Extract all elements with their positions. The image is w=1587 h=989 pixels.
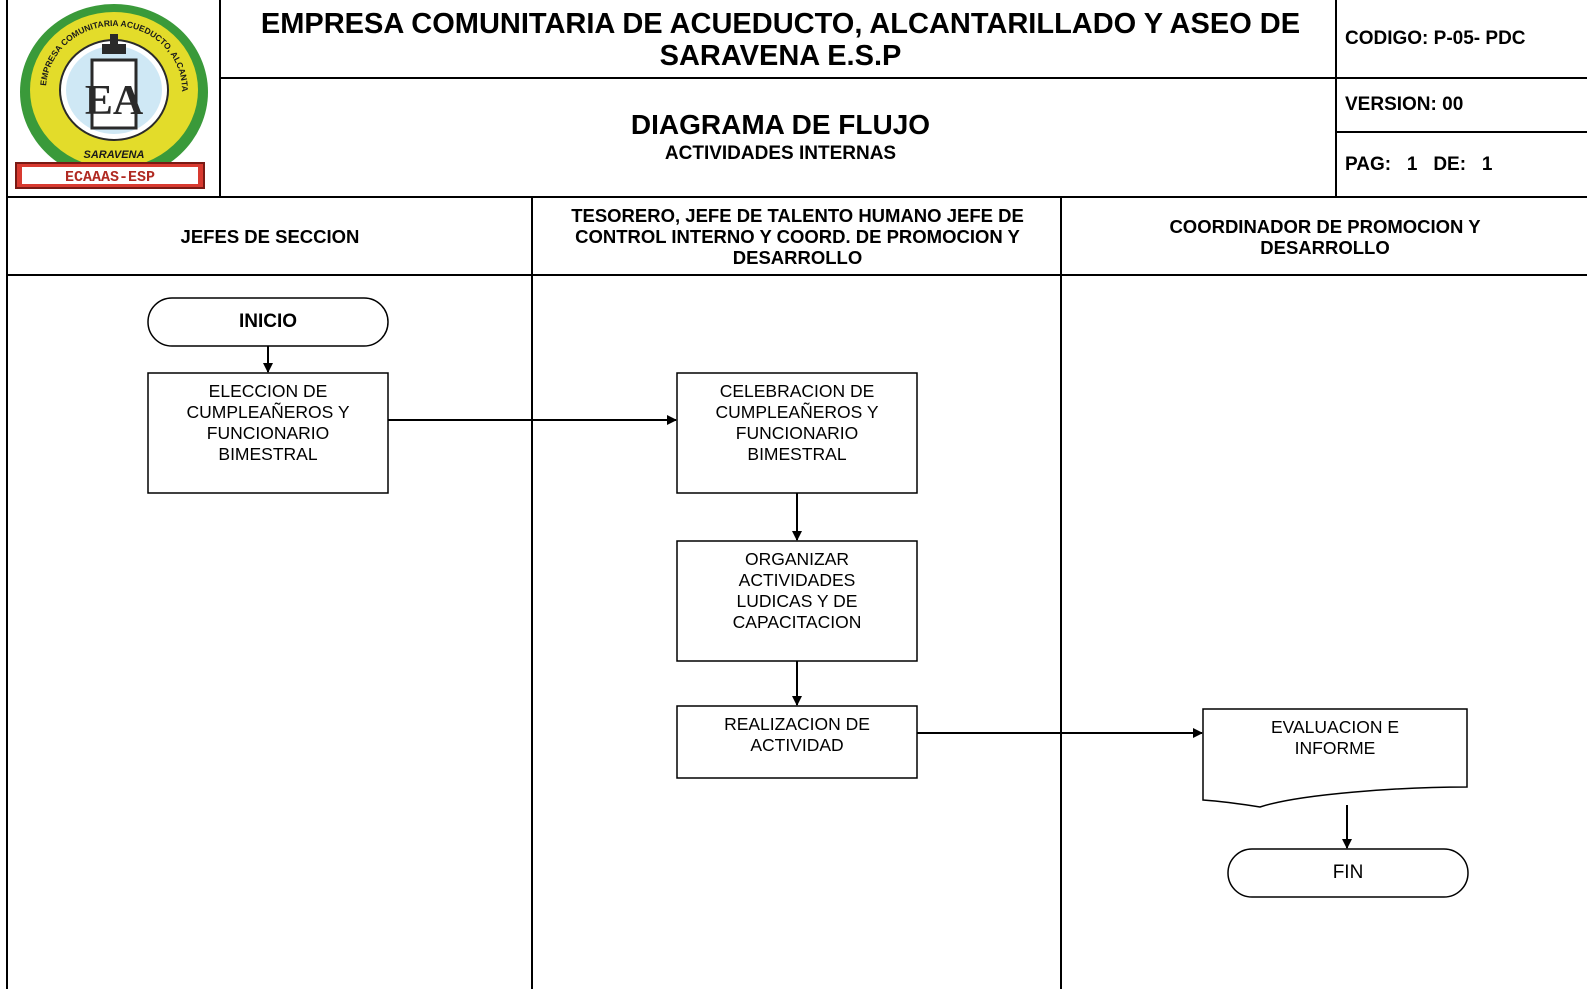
header-grid [6,0,1587,989]
step-label-realizacion: REALIZACION DE ACTIVIDAD [724,714,870,755]
step-label-organizar: ORGANIZAR ACTIVIDADES LUDICAS Y DE CAPAC… [732,549,862,632]
page-indicator: PAG: 1 DE: 1 [1345,153,1493,175]
document-type-title: DIAGRAMA DE FLUJO [630,109,931,140]
company-title: EMPRESA COMUNITARIA DE ACUEDUCTO, ALCANT… [260,8,1301,72]
step-box-celebracion [676,372,918,494]
step-box-eleccion [147,372,389,494]
lane-header-jefes: JEFES DE SECCION [180,226,360,247]
end-label: FIN [1332,862,1364,883]
document-code: CODIGO: P-05- PDC [1345,28,1526,49]
lane-header-tesorero: TESORERO, JEFE DE TALENTO HUMANO JEFE DE… [571,205,1024,268]
svg-text:EA: EA [85,78,144,124]
step-label-celebracion: CELEBRACION DE CUMPLEAÑEROS Y FUNCIONARI… [715,381,879,464]
svg-text:ECAAAS-ESP: ECAAAS-ESP [65,169,155,186]
step-box-organizar [676,540,918,662]
document-title-block: DIAGRAMA DE FLUJO ACTIVIDADES INTERNAS [228,80,1333,196]
process-name: ACTIVIDADES INTERNAS [664,143,897,164]
swimlane-grid [7,197,1587,989]
lane-header-coordinador: COORDINADOR DE PROMOCION Y DESARROLLO [1169,215,1481,258]
step-label-eleccion: ELECCION DE CUMPLEAÑEROS Y FUNCIONARIO B… [186,381,350,464]
document-version: VERSION: 00 [1345,94,1464,115]
start-label: INICIO [238,311,298,332]
step-label-evaluacion: EVALUACION E INFORME [1270,717,1400,758]
step-box-realizacion [676,705,918,779]
company-logo: EA SARAVENA EMPRESA COMUNITARIA ACUEDUCT… [3,0,219,197]
svg-text:SARAVENA: SARAVENA [84,149,145,161]
end-terminal [1227,848,1469,898]
document-shape-evaluacion [1202,708,1468,808]
